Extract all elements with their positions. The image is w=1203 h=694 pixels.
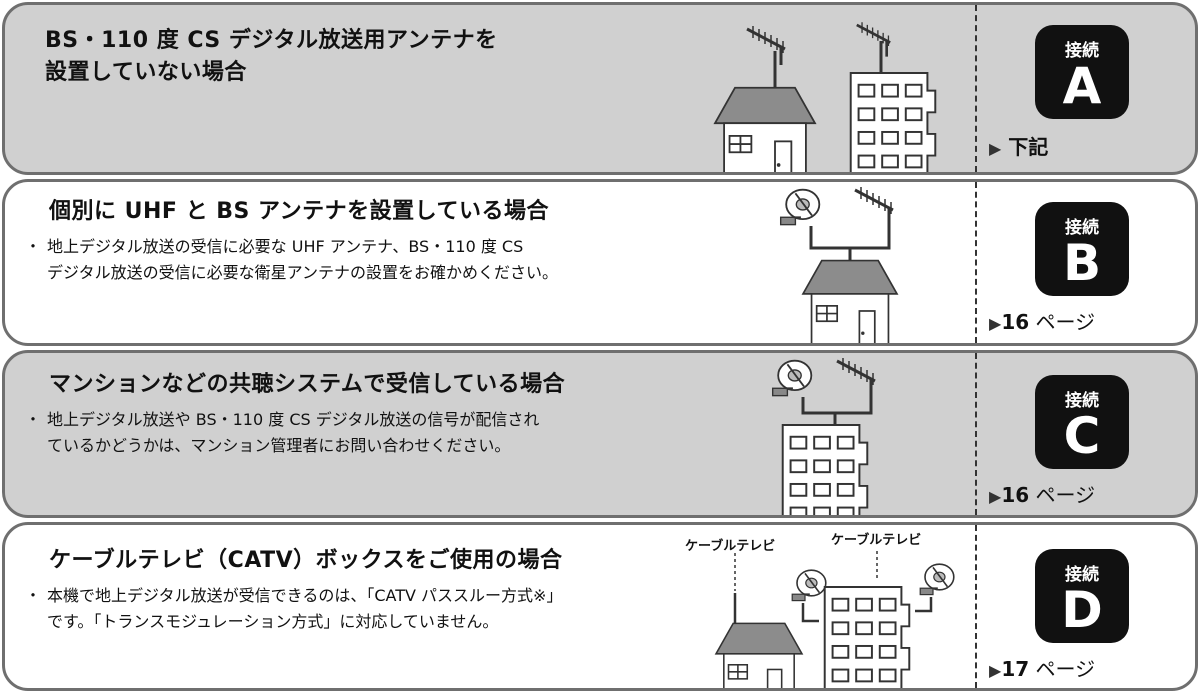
apartment-with-antenna-illustration xyxy=(849,21,937,172)
catv-house-and-apartment-illustration xyxy=(715,551,955,688)
case-d-note: ・ 本機で地上デジタル放送が受信できるのは、「CATV パススルー方式※」 です… xyxy=(25,583,562,635)
page-number: 16 xyxy=(1001,483,1030,507)
column-divider xyxy=(975,525,977,688)
cable-tv-caption-right: ケーブルテレビ xyxy=(831,533,922,548)
bullet-mark: ・ xyxy=(25,586,42,605)
bullet-mark: ・ xyxy=(25,410,42,429)
case-c-panel: マンションなどの共聴システムで受信している場合 ・ 地上デジタル放送や BS・1… xyxy=(2,350,1198,518)
arrow-right-icon: ▶ xyxy=(989,487,1002,506)
bullet-mark: ・ xyxy=(25,237,42,256)
house-with-uhf-and-bs-antennas-illustration xyxy=(779,186,899,343)
badge-label: 接続 xyxy=(1065,565,1099,585)
case-d-title: ケーブルテレビ（CATV）ボックスをご使用の場合 xyxy=(49,548,563,573)
case-c-note-line1: 地上デジタル放送や BS・110 度 CS デジタル放送の信号が配信され xyxy=(47,410,540,429)
case-a-title-line2: 設置していない場合 xyxy=(45,60,247,85)
apartment-shared-antenna-illustration xyxy=(771,357,877,515)
connection-c-badge: 接続 C xyxy=(1035,375,1129,469)
case-d-note-line2: です。「トランスモジュレーション方式」に対応していません。 xyxy=(47,612,499,631)
arrow-right-icon: ▶ xyxy=(989,314,1002,333)
column-divider xyxy=(975,5,977,172)
case-c-title: マンションなどの共聴システムで受信している場合 xyxy=(49,372,566,397)
case-b-note-line2: デジタル放送の受信に必要な衛星アンテナの設置をお確かめください。 xyxy=(47,263,559,282)
house-with-antenna-illustration xyxy=(714,25,816,172)
case-a-title: BS・110 度 CS デジタル放送用アンテナを 設置していない場合 xyxy=(45,25,498,89)
badge-letter: D xyxy=(1061,581,1103,639)
badge-letter: C xyxy=(1063,407,1101,465)
case-d-note-line1: 本機で地上デジタル放送が受信できるのは、「CATV パススルー方式※」 xyxy=(47,586,563,605)
case-c-note: ・ 地上デジタル放送や BS・110 度 CS デジタル放送の信号が配信され て… xyxy=(25,407,539,459)
connection-d-badge: 接続 D xyxy=(1035,549,1129,643)
page-number: 16 xyxy=(1001,310,1030,334)
column-divider xyxy=(975,353,977,515)
page-ref-c[interactable]: ▶16 ページ xyxy=(989,483,1095,509)
badge-letter: B xyxy=(1062,234,1102,292)
page-label: ページ xyxy=(1035,310,1096,334)
case-b-note-line1: 地上デジタル放送の受信に必要な UHF アンテナ、BS・110 度 CS xyxy=(47,237,524,256)
page-label: ページ xyxy=(1035,657,1096,681)
page-ref-d[interactable]: ▶17 ページ xyxy=(989,657,1095,683)
arrow-right-icon: ▶ xyxy=(989,139,1002,158)
page-ref-a[interactable]: ▶ 下記 xyxy=(989,135,1048,161)
badge-label: 接続 xyxy=(1065,391,1099,411)
badge-label: 接続 xyxy=(1065,41,1099,61)
case-c-note-line2: ているかどうかは、マンション管理者にお問い合わせください。 xyxy=(47,436,511,455)
page-ref-text: 下記 xyxy=(1008,135,1049,159)
page-number: 17 xyxy=(1001,657,1030,681)
arrow-right-icon: ▶ xyxy=(989,661,1002,680)
connection-b-badge: 接続 B xyxy=(1035,202,1129,296)
page-label: ページ xyxy=(1035,483,1096,507)
case-b-panel: 個別に UHF と BS アンテナを設置している場合 ・ 地上デジタル放送の受信… xyxy=(2,179,1198,346)
case-d-panel: ケーブルテレビ（CATV）ボックスをご使用の場合 ・ 本機で地上デジタル放送が受… xyxy=(2,522,1198,691)
case-b-title: 個別に UHF と BS アンテナを設置している場合 xyxy=(49,199,550,224)
badge-label: 接続 xyxy=(1065,218,1099,238)
column-divider xyxy=(975,182,977,343)
case-a-panel: BS・110 度 CS デジタル放送用アンテナを 設置していない場合 接続 A … xyxy=(2,2,1198,175)
cable-tv-caption-left: ケーブルテレビ xyxy=(685,539,776,554)
case-b-note: ・ 地上デジタル放送の受信に必要な UHF アンテナ、BS・110 度 CS デ… xyxy=(25,234,558,286)
connection-a-badge: 接続 A xyxy=(1035,25,1129,119)
case-a-title-line1: BS・110 度 CS デジタル放送用アンテナを xyxy=(45,28,498,53)
badge-letter: A xyxy=(1062,57,1102,115)
page-ref-b[interactable]: ▶16 ページ xyxy=(989,310,1095,336)
